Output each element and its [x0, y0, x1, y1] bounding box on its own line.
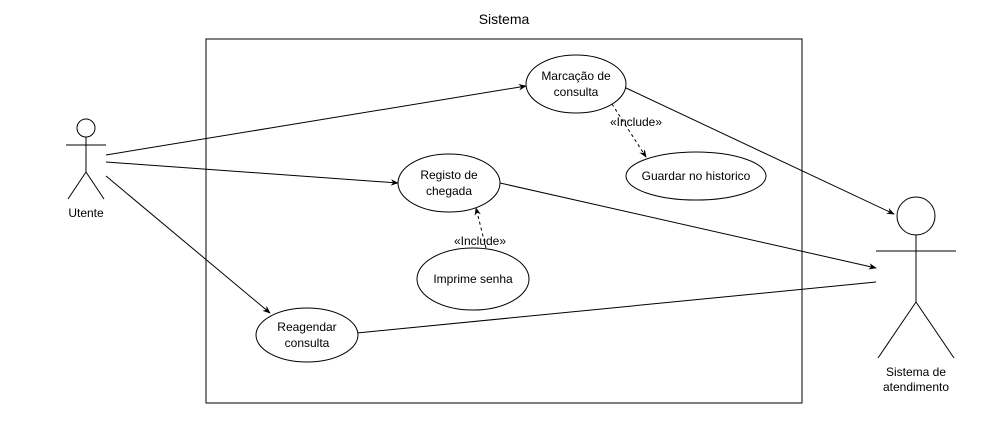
include-label-imprime: «Include» — [454, 234, 506, 248]
association-utente-marcacao — [105, 84, 527, 156]
include-imprime-registo — [474, 207, 487, 249]
usecase-imprime-line1: Imprime senha — [433, 272, 513, 286]
actor-utente-label: Utente — [68, 206, 104, 220]
include-marcacao-guardar — [611, 103, 647, 158]
usecase-marcacao-line2: consulta — [554, 85, 599, 99]
actor-utente[interactable] — [66, 118, 106, 200]
usecase-registo-line2: chegada — [426, 184, 472, 198]
usecase-guardar-historico[interactable]: Guardar no historico — [625, 151, 767, 201]
usecase-reagendar-consulta[interactable]: Reagendar consulta — [255, 307, 359, 363]
include-label-guardar: «Include» — [610, 115, 662, 129]
system-boundary — [205, 38, 803, 404]
association-utente-registo — [105, 161, 399, 186]
association-marcacao-sistema — [625, 87, 895, 215]
association-registo-sistema — [499, 182, 877, 270]
usecase-marcacao-line1: Marcação de — [541, 69, 611, 83]
association-reagendar-sistema — [356, 281, 877, 334]
association-utente-reagendar — [105, 175, 271, 314]
usecase-registo-chegada[interactable]: Registo de chegada — [397, 153, 501, 213]
usecase-reagendar-line2: consulta — [285, 336, 330, 350]
actor-sistema-atendimento-label-line2: atendimento — [883, 380, 949, 394]
usecase-registo-line1: Registo de — [420, 168, 478, 182]
actor-sistema-atendimento[interactable] — [876, 196, 956, 359]
actor-sistema-atendimento-label-line1: Sistema de — [886, 365, 946, 379]
usecase-reagendar-line1: Reagendar — [277, 320, 336, 334]
usecase-marcacao-consulta[interactable]: Marcação de consulta — [525, 54, 627, 114]
system-title: Sistema — [479, 11, 530, 27]
usecase-guardar-line1: Guardar no historico — [642, 169, 751, 183]
usecase-imprime-senha[interactable]: Imprime senha — [416, 247, 530, 311]
